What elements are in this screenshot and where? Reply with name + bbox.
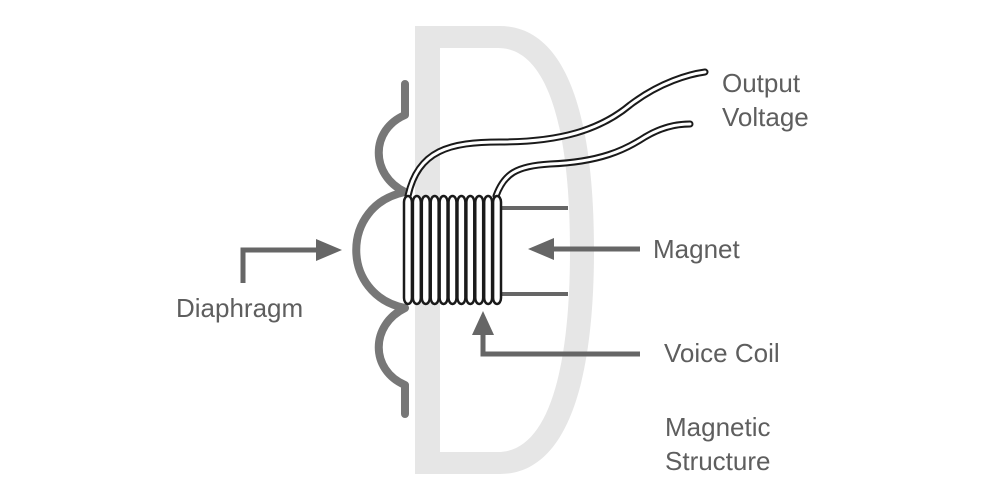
coil-loop bbox=[429, 194, 440, 306]
coil-loop bbox=[465, 194, 476, 306]
voice-coil-arrow-line bbox=[480, 330, 640, 357]
coil-loop bbox=[447, 194, 458, 306]
diaphragm-label: Diaphragm bbox=[176, 293, 303, 323]
magnetic-structure-label-line2: Structure bbox=[665, 446, 771, 476]
magnetic-structure-label: Magnetic Structure bbox=[665, 412, 778, 476]
magnet bbox=[500, 206, 568, 296]
magnetic-structure-label-line1: Magnetic bbox=[665, 412, 771, 442]
voice-coil-arrowhead bbox=[472, 311, 494, 335]
diaphragm bbox=[352, 80, 409, 418]
voice-coil-label: Voice Coil bbox=[664, 338, 780, 368]
coil-loop bbox=[474, 194, 485, 306]
voice-coil bbox=[402, 194, 503, 306]
coil-loop bbox=[402, 194, 414, 306]
magnet-label: Magnet bbox=[653, 234, 740, 264]
output-voltage-label: Output Voltage bbox=[722, 68, 809, 132]
coil-loop bbox=[482, 194, 494, 306]
coil-loop bbox=[456, 194, 467, 306]
diaphragm-arrowhead bbox=[316, 239, 342, 261]
output-voltage-label-line2: Voltage bbox=[722, 102, 809, 132]
coil-loop bbox=[411, 194, 423, 306]
output-wires bbox=[404, 68, 709, 200]
coil-loop bbox=[420, 194, 431, 306]
arrows bbox=[240, 238, 640, 357]
magnet-arrowhead bbox=[528, 238, 554, 260]
diaphragm-arrow-line bbox=[240, 247, 320, 283]
coil-loop bbox=[491, 194, 503, 306]
coil-loop bbox=[438, 194, 449, 306]
output-voltage-label-line1: Output bbox=[722, 68, 801, 98]
magnetic-structure bbox=[415, 26, 594, 474]
